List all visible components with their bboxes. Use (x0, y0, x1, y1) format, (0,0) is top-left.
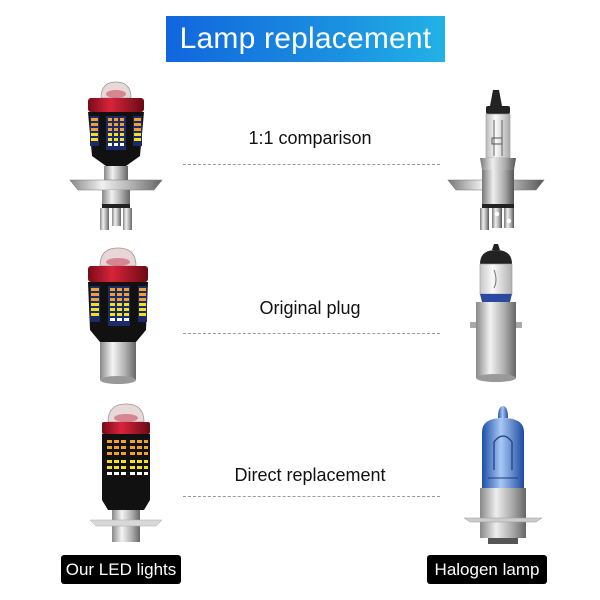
row-label-comparison: 1:1 comparison (248, 128, 372, 148)
page-title: Lamp replacement (179, 22, 432, 55)
halogen-lamp-tag: Halogen lamp (427, 555, 547, 584)
halogen-lamp-tag-label: Halogen lamp (434, 559, 540, 579)
row-label-original-plug: Original plug (259, 298, 361, 318)
h4-halogen-bulb-icon (446, 76, 546, 236)
p15d-blue-halogen-bulb-icon (458, 400, 548, 550)
row-label-direct-replacement: Direct replacement (234, 465, 386, 485)
p15d-led-bulb-icon (86, 398, 166, 548)
row-divider (183, 164, 440, 165)
row-divider (183, 333, 440, 334)
led-lights-tag: Our LED lights (61, 555, 181, 584)
row-divider (183, 496, 440, 497)
page-title-banner: Lamp replacement (166, 16, 445, 62)
ba20d-halogen-bulb-icon (458, 240, 534, 390)
ba20d-led-bulb-icon (76, 242, 160, 387)
led-lights-tag-label: Our LED lights (65, 559, 177, 579)
h4-led-bulb-icon (66, 76, 166, 236)
